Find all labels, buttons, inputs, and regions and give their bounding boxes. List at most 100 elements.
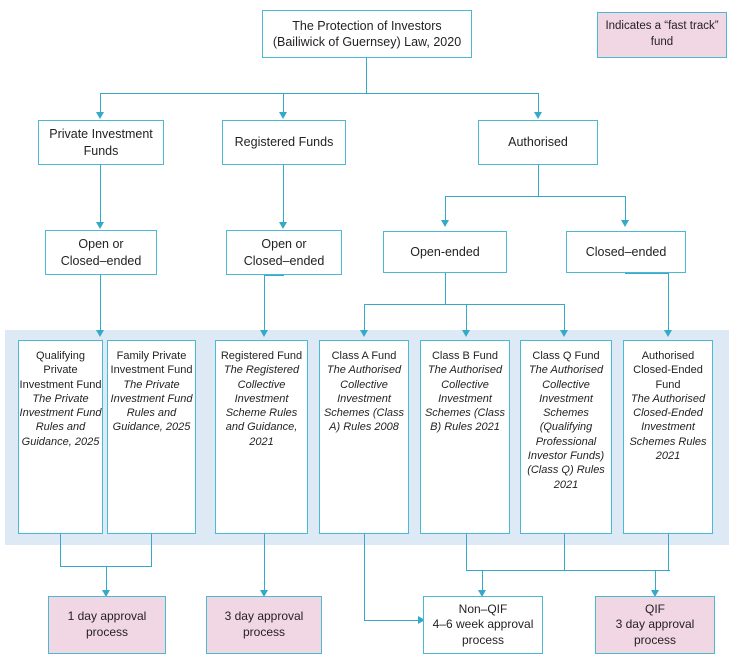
legend-label: Indicates a “fast track” fund xyxy=(605,20,719,48)
node-protection-of-investors-law[interactable]: The Protection of Investors (Bailiwick o… xyxy=(262,10,472,58)
fund-0-title: Qualifying Private Investment Fund xyxy=(19,350,102,391)
connector-closedended-jog xyxy=(625,273,669,275)
connector-drop-closed-ended xyxy=(625,196,627,222)
connector-class-a-into-nonqif xyxy=(364,620,423,622)
arrow-class-a-nonqif xyxy=(418,616,425,624)
outcome-1-day-approval-process[interactable]: 1 day approval process xyxy=(48,596,166,654)
card-authorised-closed-ended-fund[interactable]: Authorised Closed-Ended Fund The Authori… xyxy=(623,340,713,534)
card-class-q-fund[interactable]: Class Q Fund The Authorised Collective I… xyxy=(520,340,612,534)
level1-0-line-1: Private Investment xyxy=(49,127,153,142)
node-closed-ended[interactable]: Closed–ended xyxy=(566,231,686,273)
outcome-2-line-1: Non–QIF xyxy=(458,601,508,616)
connector-drop-class-q xyxy=(564,304,566,332)
arrow-registered-fund-card xyxy=(260,330,268,337)
node-private-investment-funds[interactable]: Private Investment Funds xyxy=(38,120,164,165)
connector-registered-to-3day xyxy=(264,534,266,594)
outcome-2-line-2: 4–6 week approval xyxy=(432,617,534,632)
node-registered-funds[interactable]: Registered Funds xyxy=(222,120,346,165)
arrow-authorised-closed-ended-fund xyxy=(664,330,672,337)
arrow-qif xyxy=(651,590,659,597)
connector-drop-authorised xyxy=(538,93,540,115)
arrow-non-qif xyxy=(478,590,486,597)
fund-3-title: Class A Fund xyxy=(331,350,397,362)
fund-6-rules: The Authorised Closed-Ended Investment S… xyxy=(629,392,707,463)
outcome-3-line-1: QIF xyxy=(645,601,665,616)
connector-rf-to-openclosed xyxy=(283,165,285,225)
outcome-3-day-approval-process[interactable]: 3 day approval process xyxy=(206,596,322,654)
root-line-2: (Bailiwick of Guernsey) Law, 2020 xyxy=(272,35,462,49)
fund-4-rules: The Authorised Collective Investment Sch… xyxy=(424,364,506,434)
outcome-1-line-2: process xyxy=(242,625,286,639)
connector-closedended-stem xyxy=(668,273,670,333)
node-pif-open-or-closed-ended[interactable]: Open or Closed–ended xyxy=(45,230,157,275)
connector-qualifying-down xyxy=(60,534,62,566)
connector-pifoc-stem xyxy=(100,275,102,333)
root-line-1: The Protection of Investors xyxy=(292,18,442,33)
connector-drop-class-a xyxy=(364,304,366,332)
connector-authorised-stem xyxy=(538,165,540,196)
connector-openended-stem xyxy=(445,273,447,304)
connector-rfoc-jog xyxy=(264,275,284,277)
level1-0-line-2: Funds xyxy=(83,143,119,158)
fund-4-title: Class B Fund xyxy=(431,350,499,362)
arrow-pif-openclosed xyxy=(96,222,104,229)
legend-fast-track: Indicates a “fast track” fund xyxy=(597,12,727,58)
fund-1-rules: The Private Investment Fund Rules and Gu… xyxy=(110,378,193,434)
connector-rfoc-jog-up xyxy=(283,275,285,277)
connector-authorised-bus xyxy=(445,196,626,198)
arrow-qualifying-pif xyxy=(96,330,104,337)
arrow-private-investment-funds xyxy=(96,112,104,119)
arrow-rf-openclosed xyxy=(279,222,287,229)
fund-6-title: Authorised Closed-Ended Fund xyxy=(633,350,703,391)
connector-qif-jog xyxy=(564,570,670,572)
level2-0-line-1: Open or xyxy=(78,237,124,252)
node-open-ended[interactable]: Open-ended xyxy=(383,231,507,273)
connector-ace-down xyxy=(668,534,670,570)
fund-2-rules: The Registered Collective Investment Sch… xyxy=(223,364,300,448)
fund-5-rules: The Authorised Collective Investment Sch… xyxy=(527,364,605,491)
arrow-3-day-approval xyxy=(260,590,268,597)
fund-0-rules: The Private Investment Fund Rules and Gu… xyxy=(19,392,102,448)
connector-drop-registered-funds xyxy=(283,93,285,115)
arrow-authorised xyxy=(534,112,542,119)
connector-drop-class-b xyxy=(466,304,468,332)
connector-openended-bus xyxy=(364,304,564,306)
card-class-a-fund[interactable]: Class A Fund The Authorised Collective I… xyxy=(319,340,409,534)
arrow-open-ended xyxy=(441,220,449,227)
connector-root-stem xyxy=(366,58,368,93)
fund-3-rules: The Authorised Collective Investment Sch… xyxy=(323,364,405,434)
arrow-1-day-approval xyxy=(102,590,110,597)
connector-merge-nonqif xyxy=(466,570,566,572)
arrow-class-a xyxy=(360,330,368,337)
outcome-qif-approval-process[interactable]: QIF 3 day approval process xyxy=(595,596,715,654)
level2-2-line-1: Open-ended xyxy=(410,244,480,259)
outcome-0-line-2: process xyxy=(85,625,129,639)
level2-1-line-2: Closed–ended xyxy=(243,253,325,268)
card-qualifying-private-investment-fund[interactable]: Qualifying Private Investment Fund The P… xyxy=(18,340,103,534)
outcome-non-qif-approval-process[interactable]: Non–QIF 4–6 week approval process xyxy=(423,596,543,654)
connector-rfoc-stem xyxy=(264,275,266,333)
arrow-class-q xyxy=(560,330,568,337)
connector-nonqif-stem xyxy=(482,570,484,594)
level1-1-line-1: Registered Funds xyxy=(234,135,334,150)
outcome-2-line-3: process xyxy=(461,632,505,647)
connector-drop-open-ended xyxy=(445,196,447,222)
outcome-0-line-1: 1 day approval xyxy=(67,609,147,624)
connector-class-b-down xyxy=(466,534,468,570)
outcome-3-line-2: 3 day approval xyxy=(615,617,695,632)
card-registered-fund[interactable]: Registered Fund The Registered Collectiv… xyxy=(215,340,308,534)
node-rf-open-or-closed-ended[interactable]: Open or Closed–ended xyxy=(226,230,342,275)
connector-1day-stem xyxy=(106,566,108,594)
connector-class-q-down xyxy=(564,534,566,570)
connector-qif-stem xyxy=(655,570,657,594)
outcome-1-line-1: 3 day approval xyxy=(224,609,304,624)
fund-1-title: Family Private Investment Fund xyxy=(110,350,193,377)
connector-family-down xyxy=(151,534,153,566)
arrow-registered-funds xyxy=(279,112,287,119)
arrow-closed-ended xyxy=(621,220,629,227)
card-family-private-investment-fund[interactable]: Family Private Investment Fund The Priva… xyxy=(107,340,196,534)
node-authorised[interactable]: Authorised xyxy=(478,120,598,165)
card-class-b-fund[interactable]: Class B Fund The Authorised Collective I… xyxy=(420,340,510,534)
outcome-3-line-3: process xyxy=(633,632,677,647)
